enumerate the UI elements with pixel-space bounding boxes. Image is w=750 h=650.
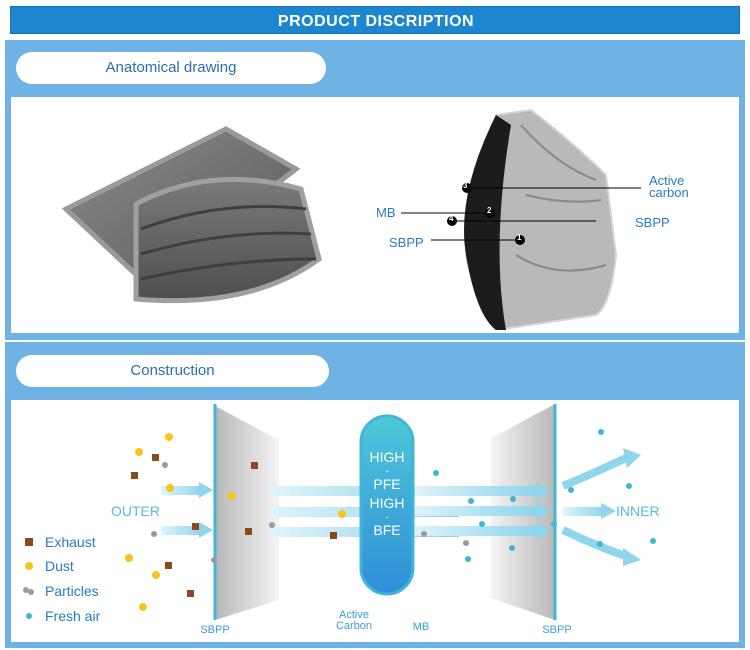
airflow-arrow xyxy=(161,486,201,495)
layer-number-4: 4 xyxy=(449,214,454,223)
mb-capsule xyxy=(359,414,415,596)
airflow-arrow xyxy=(563,507,603,516)
bottom-label-sbpp-right: SBPP xyxy=(542,624,572,636)
mask-front-image xyxy=(61,126,322,304)
section-label-pill: Anatomical drawing xyxy=(16,52,326,84)
callout-sbpp-left: SBPP xyxy=(389,235,424,250)
exhaust-icon xyxy=(25,538,33,546)
particles-icon xyxy=(23,587,29,593)
bottom-label-sbpp-left: SBPP xyxy=(200,624,230,636)
anatomical-image-area: 3 2 4 1 Active carbon MB SBPP SBPP xyxy=(11,97,739,333)
callout-active-carbon: Active carbon xyxy=(649,173,689,200)
section-label-pill: Construction xyxy=(16,355,329,387)
layer-diagram xyxy=(23,404,656,620)
mask-layers-image xyxy=(464,108,618,330)
fresh-air-icon xyxy=(26,613,32,619)
page-title: PRODUCT DISCRIPTION xyxy=(277,13,475,30)
callout-mb: MB xyxy=(376,205,396,220)
anatomical-panel: Anatomical drawing xyxy=(5,40,745,340)
legend-fresh-air: Fresh air xyxy=(45,608,101,624)
airflow-arrow xyxy=(411,506,536,516)
airflow-arrow xyxy=(411,526,536,536)
inner-label: INNER xyxy=(616,503,660,519)
capsule-text: HIGH - PFE HIGH - BFE xyxy=(369,449,405,538)
callout-lines xyxy=(401,183,641,245)
layer-number-3: 3 xyxy=(463,181,468,190)
layer-number-1: 1 xyxy=(517,233,522,242)
section-label: Anatomical drawing xyxy=(105,59,237,76)
outer-label: OUTER xyxy=(111,503,160,519)
bottom-label-mb: MB xyxy=(412,621,430,633)
title-bar: PRODUCT DISCRIPTION xyxy=(0,0,750,40)
construction-panel: Construction xyxy=(5,342,745,648)
section-label: Construction xyxy=(130,362,215,379)
title-banner: PRODUCT DISCRIPTION xyxy=(10,6,740,34)
legend-exhaust: Exhaust xyxy=(45,534,96,550)
legend-dust: Dust xyxy=(45,558,74,574)
bottom-label-active-carbon: Active Carbon xyxy=(335,609,373,632)
construction-diagram-area: OUTER INNER HIGH - PFE HIGH - BFE Exhaus… xyxy=(11,400,739,642)
airflow-arrow xyxy=(411,486,536,496)
callout-sbpp-right: SBPP xyxy=(635,215,670,230)
layer-number-2: 2 xyxy=(487,206,492,215)
legend-particles: Particles xyxy=(45,583,99,599)
airflow-arrow xyxy=(161,526,201,535)
dust-icon xyxy=(25,562,33,570)
